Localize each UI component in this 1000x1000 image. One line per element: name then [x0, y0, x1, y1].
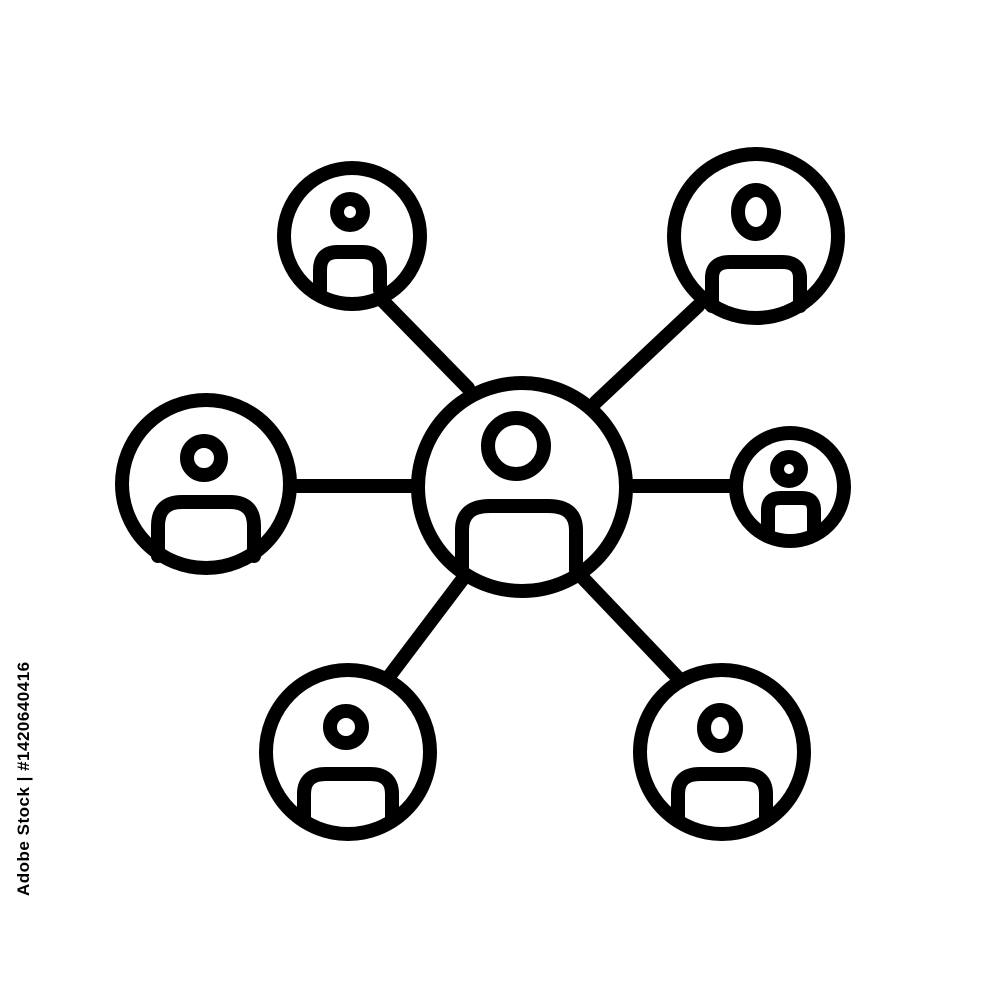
user-node-right: [729, 426, 851, 548]
node-ring: [115, 393, 297, 575]
user-head-icon: [323, 704, 369, 750]
user-head-icon: [731, 183, 781, 241]
node-ring: [277, 161, 427, 311]
node-ring: [259, 663, 437, 841]
user-body-icon: [455, 499, 583, 577]
connector-line: [381, 573, 469, 685]
node-ring: [729, 426, 851, 548]
center-user-node: [411, 376, 633, 598]
user-head-icon: [180, 434, 228, 482]
node-ring: [633, 663, 811, 841]
user-body-icon: [705, 255, 807, 313]
user-node-top-left: [277, 161, 427, 311]
connector-line: [589, 299, 705, 409]
user-node-left: [115, 393, 297, 575]
stock-id-label: Adobe Stock | #1420640416: [14, 661, 33, 896]
node-ring: [411, 376, 633, 598]
user-node-bottom-left: [259, 663, 437, 841]
user-body-icon: [313, 245, 387, 297]
user-node-bottom-right: [633, 663, 811, 841]
user-node-top-right: [667, 147, 845, 325]
node-ring: [667, 147, 845, 325]
user-head-icon: [770, 450, 808, 488]
user-head-icon: [697, 703, 743, 753]
connector-line: [373, 291, 475, 395]
connector-line: [573, 568, 687, 687]
user-body-icon: [761, 491, 821, 537]
user-head-icon: [330, 192, 370, 232]
connector-lines: [285, 291, 741, 687]
user-body-icon: [671, 767, 773, 823]
user-body-icon: [151, 495, 261, 563]
user-body-icon: [297, 767, 399, 825]
user-head-icon: [481, 411, 551, 481]
